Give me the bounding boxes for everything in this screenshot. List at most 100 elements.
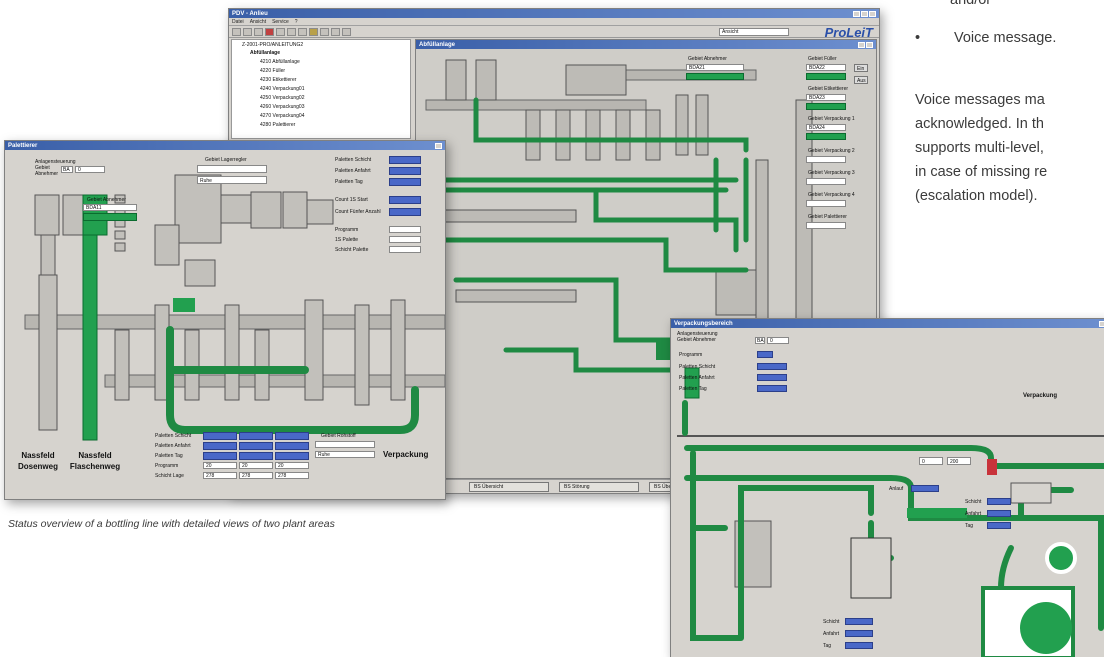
close-icon[interactable] (869, 10, 876, 17)
tree-item[interactable]: 4240 Verpackung01 (260, 86, 305, 92)
gebiet-abnehmer-field[interactable]: BDA11 (83, 204, 137, 211)
panel-field[interactable] (806, 178, 846, 185)
blue-value (757, 385, 787, 392)
toolbar-trend-icon[interactable] (320, 27, 329, 36)
panel-field[interactable]: BDA22 (806, 64, 846, 71)
blue-value (987, 498, 1011, 505)
panel-field[interactable]: BDA24 (806, 124, 846, 131)
inner-title-bar: Abfüllanlage (416, 40, 876, 49)
left-header-field[interactable]: BA (61, 166, 73, 173)
status-tab[interactable]: BS Übersicht (469, 482, 549, 492)
panel-label: Schicht Palette (335, 247, 369, 253)
panel-field[interactable] (806, 200, 846, 207)
blue-value (275, 452, 309, 460)
toolbar-config-icon[interactable] (342, 27, 351, 36)
menu-datei[interactable]: Datei (232, 19, 244, 25)
bullet-cut-text: and/or (950, 0, 992, 8)
gebiet-abnehmer-status (83, 213, 137, 221)
tree-root[interactable]: Z-2001-PRO/ANLEITUNG2 (242, 42, 304, 48)
paragraph-line: supports multi-level, (915, 140, 1044, 156)
toolbar-alarm-icon[interactable] (265, 27, 274, 36)
maximize-icon[interactable] (861, 10, 868, 17)
aus-button[interactable]: Aus (854, 76, 868, 84)
toolbar-report-icon[interactable] (331, 27, 340, 36)
tree-item[interactable]: 4270 Verpackung04 (260, 113, 305, 119)
panel-field[interactable] (389, 246, 421, 253)
mid-field[interactable]: 0 (919, 457, 943, 465)
tree-item[interactable]: 4210 Abfüllanlage (260, 59, 300, 65)
menu-help[interactable]: ? (294, 19, 298, 25)
ein-button[interactable]: Ein (854, 64, 868, 72)
panel-field[interactable]: BDA23 (806, 94, 846, 101)
blue-value (845, 618, 873, 625)
close-icon[interactable] (435, 142, 442, 149)
side-label: Schicht (965, 499, 982, 505)
left-header-field[interactable]: 0 (75, 166, 105, 173)
toolbar-open-icon[interactable] (232, 27, 241, 36)
bottom-field[interactable]: 20 (239, 462, 273, 469)
bullet-symbol: • (915, 30, 921, 46)
palettierer-diagram (24, 174, 445, 441)
toolbar-back-icon[interactable] (287, 27, 296, 36)
close-icon[interactable] (1099, 320, 1104, 327)
blue-value (275, 442, 309, 450)
gebiet-lager-field[interactable]: Ruhe (197, 176, 267, 184)
right-header-field[interactable]: 0 (767, 337, 789, 344)
blue-value (389, 167, 421, 175)
blue-value (239, 452, 273, 460)
left-title-bar: Palettierer (5, 141, 445, 150)
rohstoff-field[interactable]: Ruhe (315, 451, 375, 458)
bottom-label: Tag (823, 643, 832, 649)
tree-item[interactable]: 4280 Palettierer (260, 122, 296, 128)
gebiet-lager-label: Gebiet Lagerregler (205, 157, 247, 163)
blue-value (203, 442, 237, 450)
blue-value (389, 208, 421, 216)
toolbar-save-icon[interactable] (243, 27, 252, 36)
mid-field[interactable]: 200 (947, 457, 971, 465)
right-header-field[interactable]: BA (755, 337, 765, 344)
status-tab[interactable]: BS Störung (559, 482, 639, 492)
toolbar-print-icon[interactable] (254, 27, 263, 36)
tree-item[interactable]: 4230 Etikettierer (260, 77, 297, 83)
toolbar-search-field[interactable]: Ansicht (719, 28, 789, 36)
main-window-controls[interactable] (853, 10, 876, 17)
bottom-label: Schicht (823, 619, 840, 625)
bottom-label: Schicht Lage (155, 473, 184, 479)
bottom-field[interactable]: 20 (275, 462, 309, 469)
panel-field[interactable] (806, 156, 846, 163)
tree-item[interactable]: 4220 Füller (260, 68, 286, 74)
toolbar-forward-icon[interactable] (298, 27, 307, 36)
panel-field[interactable] (389, 226, 421, 233)
verpackung-diagram (677, 367, 1104, 657)
toolbar-user-icon[interactable] (276, 27, 285, 36)
panel-label: Programm (335, 227, 359, 233)
tree-parent[interactable]: Abfüllanlage (250, 50, 281, 56)
minimize-icon[interactable] (853, 10, 860, 17)
bottom-field[interactable]: 278 (239, 472, 273, 479)
main-title-bar: PDV - Anlieu (229, 9, 879, 18)
blue-value (275, 432, 309, 440)
tree-item[interactable]: 4250 Verpackung02 (260, 95, 305, 101)
left-window-title: Palettierer (8, 142, 38, 149)
rohstoff-field[interactable] (315, 441, 375, 448)
panel-field[interactable] (806, 222, 846, 229)
panel-field[interactable]: BDA21 (686, 64, 744, 71)
gebiet-lager-field[interactable] (197, 165, 267, 173)
tree-item[interactable]: 4260 Verpackung03 (260, 104, 305, 110)
bottom-field[interactable]: 278 (203, 472, 237, 479)
panel-label: Count 1S Start (335, 197, 368, 203)
menu-ansicht[interactable]: Ansicht (249, 19, 267, 25)
right-panel: Gebiet Abnehmer BDA21 Gebiet Füller BDA2… (686, 52, 876, 472)
toolbar-plant-icon[interactable] (309, 27, 318, 36)
bottom-label: Programm (155, 463, 179, 469)
panel-status-green (806, 103, 846, 110)
panel-label: Gebiet Verpackung 3 (808, 170, 855, 176)
bottom-field[interactable]: 278 (275, 472, 309, 479)
panel-field[interactable] (389, 236, 421, 243)
right-header-label: Anlagensteuerung Gebiet Abnehmer (677, 331, 718, 343)
blue-value (845, 642, 873, 649)
panel-status-green (686, 73, 744, 80)
bottom-field[interactable]: 20 (203, 462, 237, 469)
menu-service[interactable]: Service (272, 19, 289, 25)
